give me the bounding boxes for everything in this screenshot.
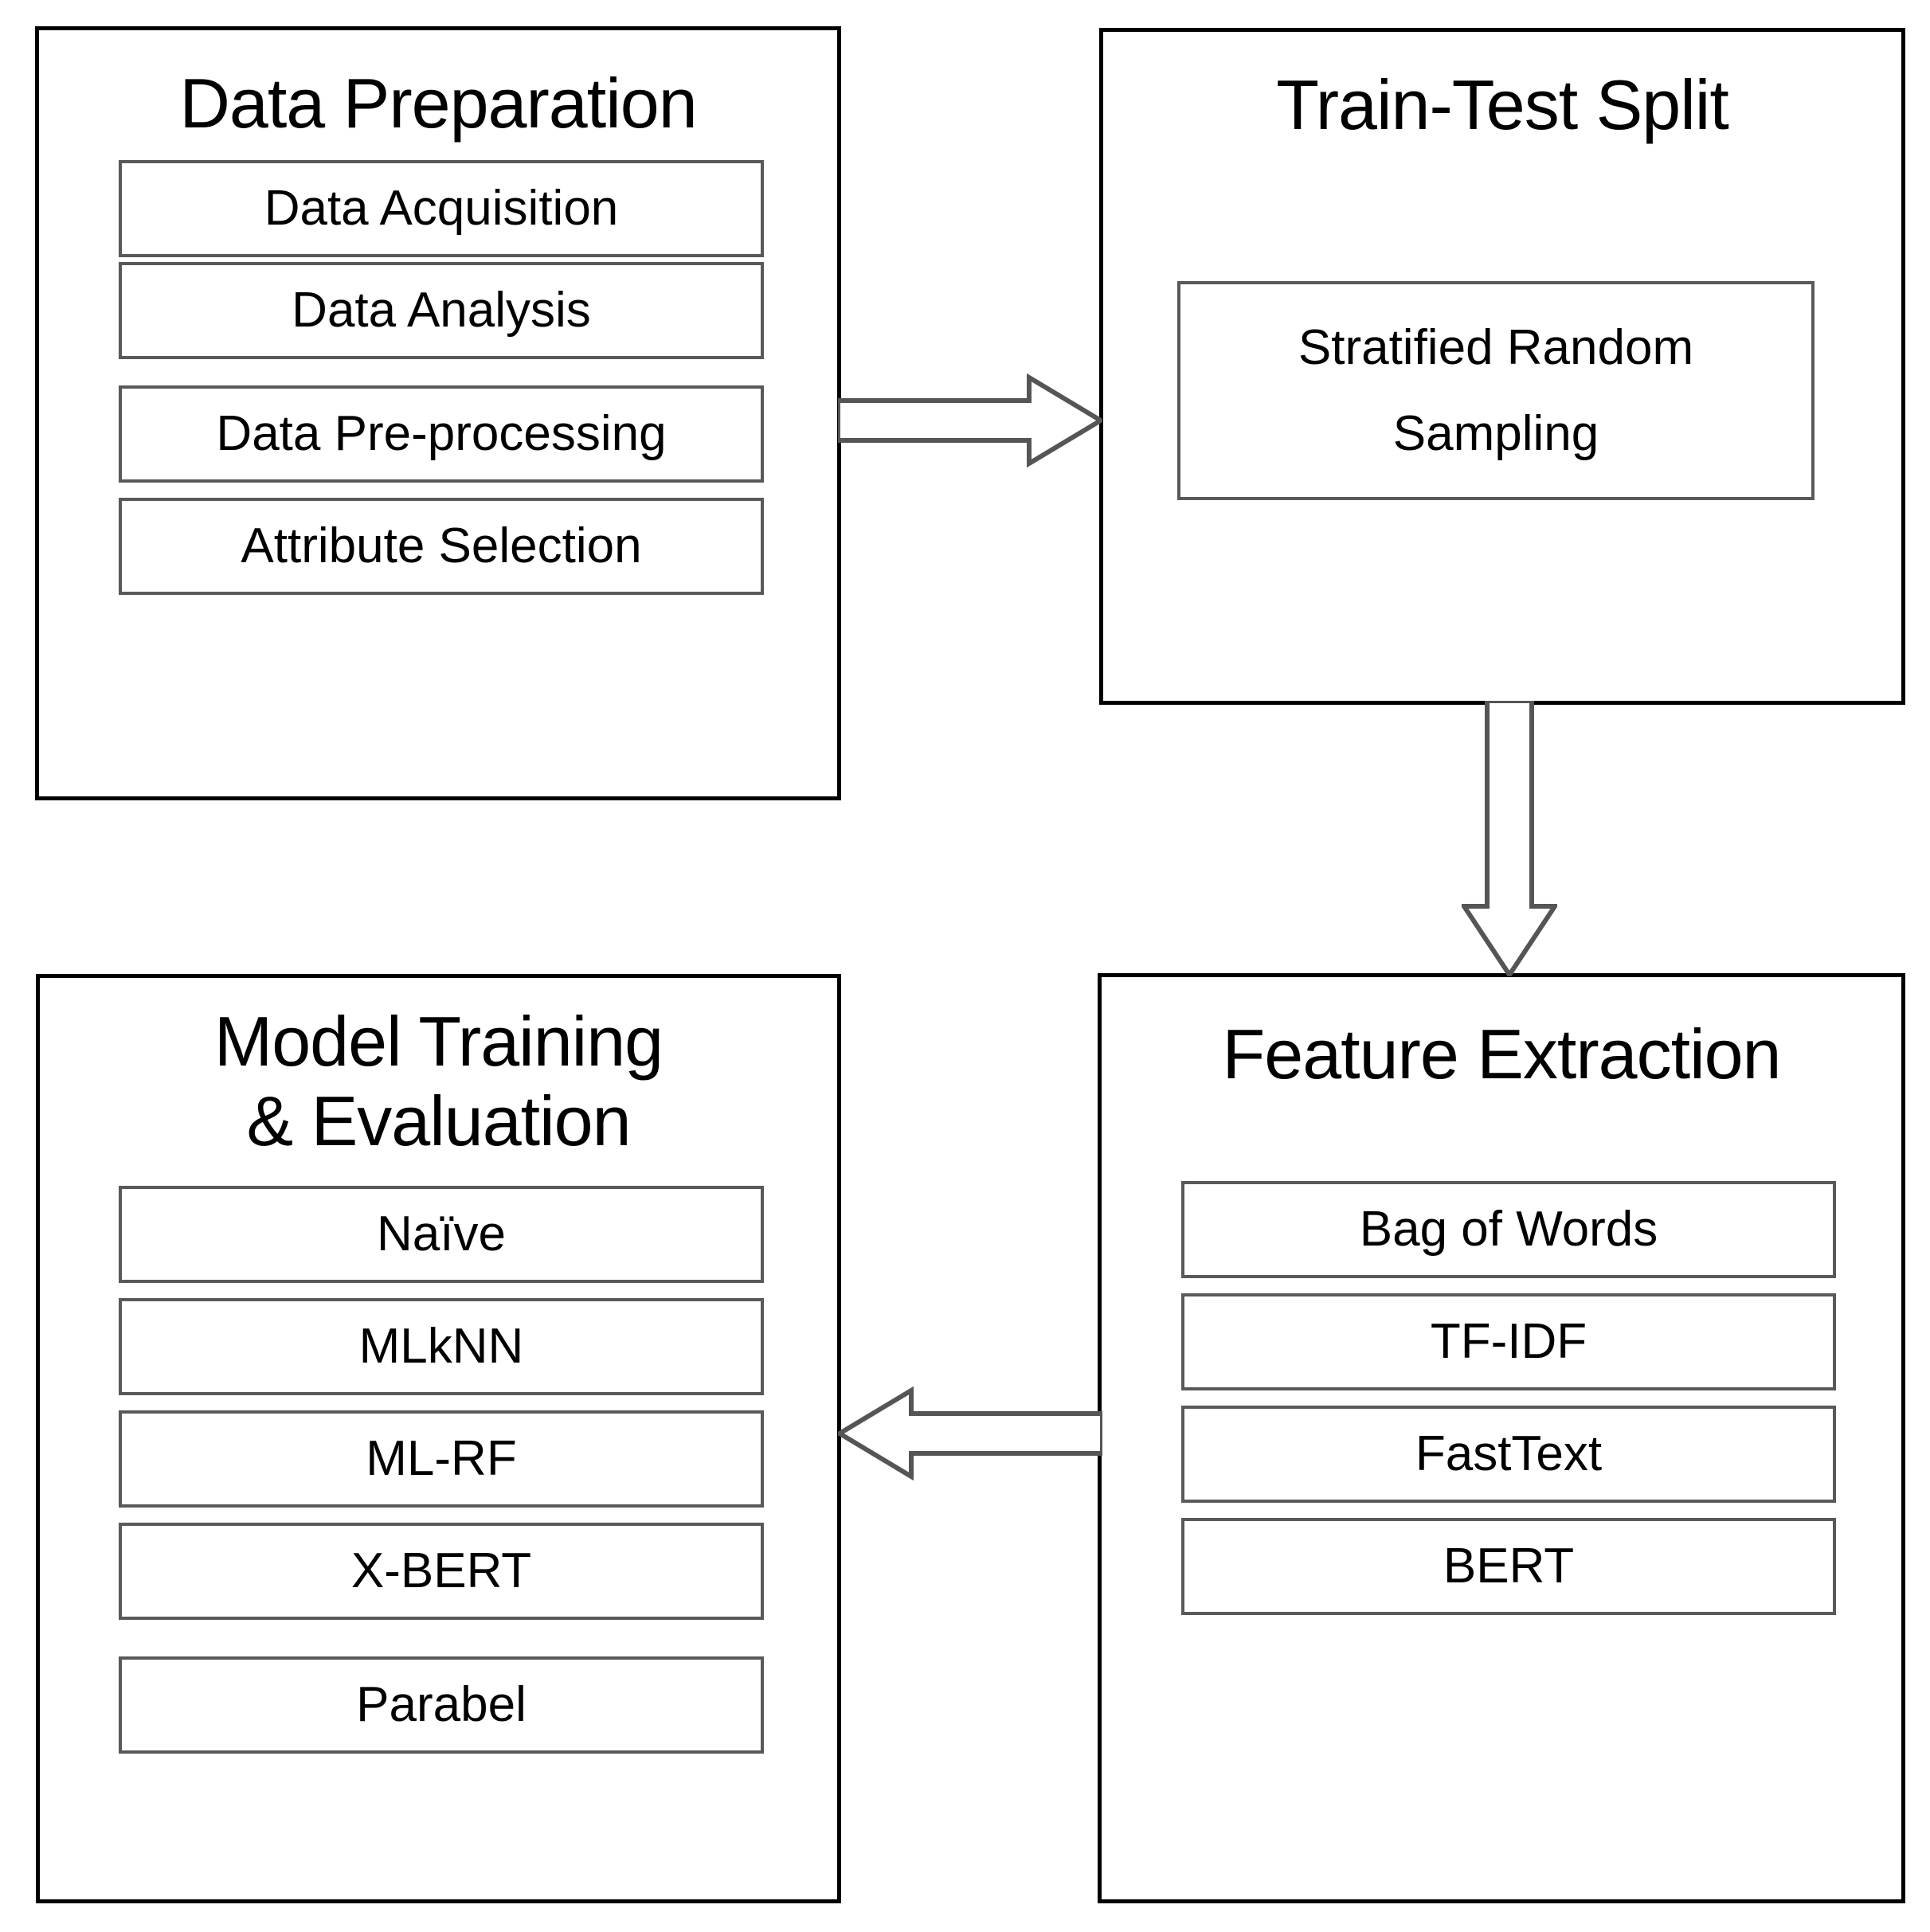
item-tf-idf[interactable]: TF-IDF	[1181, 1293, 1836, 1390]
stage-feature-extraction[interactable]: Feature Extraction Bag of Words TF-IDF F…	[1098, 973, 1905, 1903]
item-label: MLkNN	[358, 1319, 524, 1374]
item-bert[interactable]: BERT	[1181, 1518, 1836, 1615]
item-label: Bag of Words	[1359, 1202, 1658, 1257]
stage-title-train-test-split: Train-Test Split	[1276, 65, 1729, 144]
item-label: Naïve	[377, 1207, 506, 1261]
stage-title-feature-extraction: Feature Extraction	[1222, 1015, 1782, 1093]
item-data-analysis[interactable]: Data Analysis	[119, 262, 764, 359]
item-label: TF-IDF	[1430, 1314, 1587, 1369]
item-label: X-BERT	[350, 1543, 532, 1598]
item-label: Data Analysis	[292, 283, 591, 338]
stage-data-preparation[interactable]: Data Preparation Data Acquisition Data A…	[35, 26, 841, 800]
item-label: FastText	[1415, 1426, 1603, 1481]
item-attribute-selection[interactable]: Attribute Selection	[119, 498, 764, 595]
stage-title-data-preparation: Data Preparation	[179, 64, 697, 143]
block-arrow-down-icon	[1462, 701, 1557, 976]
item-data-pre-processing[interactable]: Data Pre-processing	[119, 385, 764, 483]
item-x-bert[interactable]: X-BERT	[119, 1523, 764, 1620]
item-bag-of-words[interactable]: Bag of Words	[1181, 1181, 1836, 1278]
item-label: Data Pre-processing	[216, 406, 667, 461]
block-arrow-right-icon	[838, 373, 1102, 468]
stage-title-model-training-evaluation: Model Training & Evaluation	[213, 1002, 664, 1160]
item-naive[interactable]: Naïve	[119, 1186, 764, 1283]
item-parabel[interactable]: Parabel	[119, 1656, 764, 1754]
item-fasttext[interactable]: FastText	[1181, 1406, 1836, 1503]
item-label: Stratified Random Sampling	[1298, 319, 1694, 461]
item-ml-rf[interactable]: ML-RF	[119, 1410, 764, 1508]
item-label: ML-RF	[366, 1431, 517, 1486]
item-label: BERT	[1443, 1539, 1575, 1594]
item-label: Parabel	[356, 1677, 527, 1732]
item-stratified-random-sampling[interactable]: Stratified Random Sampling	[1177, 281, 1815, 500]
item-label: Data Acquisition	[264, 181, 619, 236]
block-arrow-left-icon	[838, 1386, 1102, 1481]
stage-model-training-evaluation[interactable]: Model Training & Evaluation Naïve MLkNN …	[36, 974, 841, 1903]
item-label: Attribute Selection	[241, 518, 642, 573]
item-mlknn[interactable]: MLkNN	[119, 1298, 764, 1395]
item-data-acquisition[interactable]: Data Acquisition	[119, 160, 764, 257]
stage-train-test-split[interactable]: Train-Test Split Stratified Random Sampl…	[1099, 28, 1905, 705]
